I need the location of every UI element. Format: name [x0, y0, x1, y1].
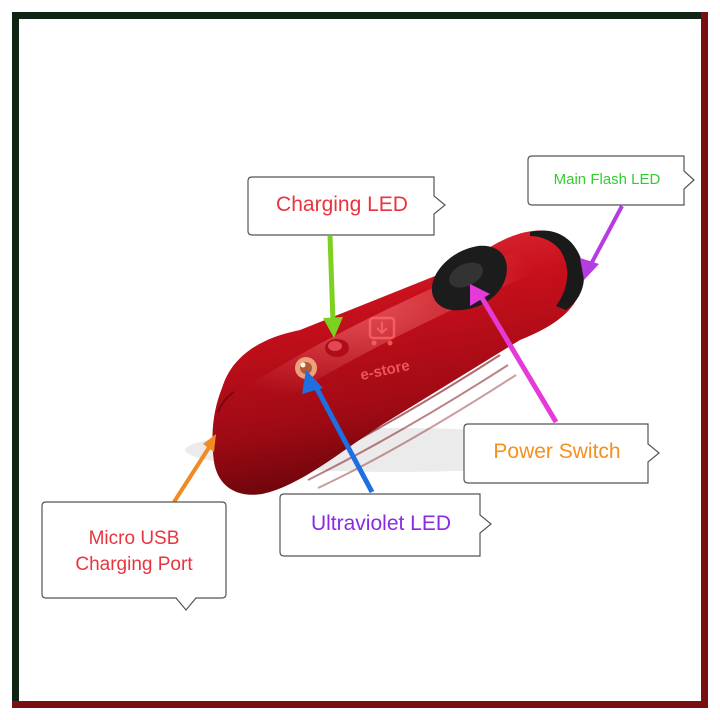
callout-box-micro-usb [41, 501, 227, 611]
callout-box-charging-led [247, 176, 446, 236]
label-charging-led: Charging LED [276, 193, 408, 216]
arrow-main-flash-led [580, 205, 624, 280]
label-ultraviolet-led: Ultraviolet LED [310, 512, 452, 535]
frame-border-left [12, 12, 19, 708]
body-rib [317, 374, 517, 489]
frame-border-bottom [12, 701, 708, 708]
label-micro-usb-charging-port: Micro USB Charging Port [44, 526, 224, 578]
arrow-ultraviolet-led [302, 370, 375, 494]
arrow-charging-led [323, 235, 343, 338]
frame-border-top [12, 12, 708, 19]
body-rib [299, 354, 501, 471]
label-power-switch: Power Switch [493, 440, 621, 463]
ultraviolet-led [295, 357, 317, 379]
usb-port [217, 391, 235, 413]
callout-box-ultraviolet-led [279, 493, 492, 557]
callout-box-power-switch [463, 423, 660, 484]
charging-led [325, 339, 349, 357]
arrow-power-switch [470, 284, 559, 424]
frame-border-right [701, 12, 708, 708]
body-rib [307, 364, 509, 481]
label-micro-usb-line2: Charging Port [75, 554, 193, 575]
head-bezel [530, 230, 585, 310]
callout-box-main-flash-led [527, 155, 695, 206]
arrow-micro-usb [172, 434, 216, 504]
label-main-flash-led: Main Flash LED [553, 171, 661, 188]
watermark-logo [368, 316, 396, 346]
label-micro-usb-line1: Micro USB [88, 528, 180, 549]
